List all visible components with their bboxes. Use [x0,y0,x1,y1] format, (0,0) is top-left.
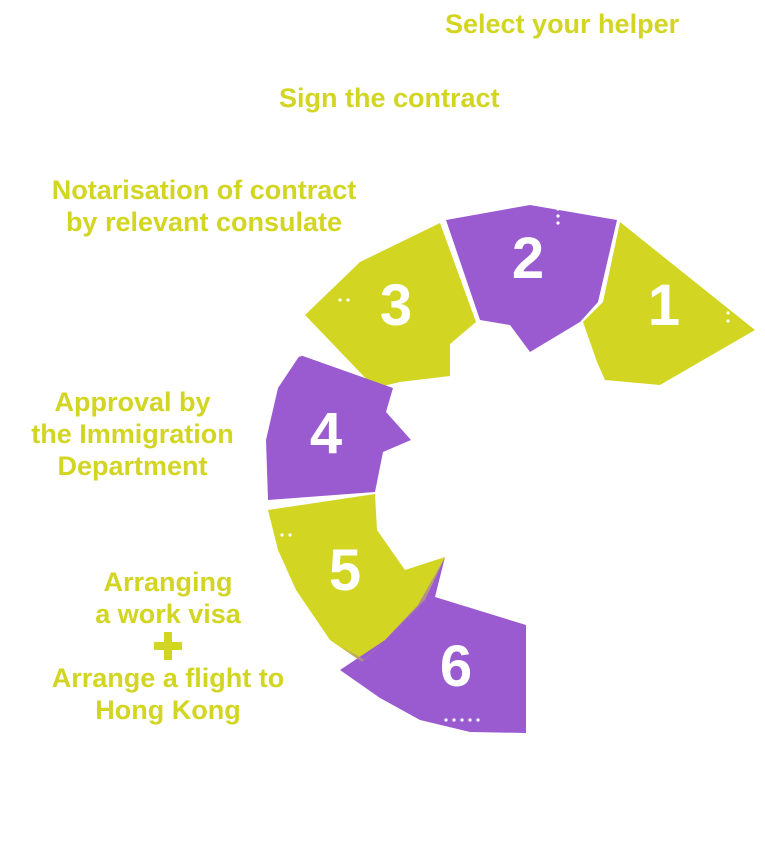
step-1-label: Select your helper [445,8,679,40]
step-1-label-line: Select your helper [445,9,680,39]
step-2-label: Sign the contract [279,82,500,114]
step-5-6-label: Arranging a work visa Arrange a flight t… [22,566,314,726]
step-4-label: Approval by the Immigration Department [10,386,255,482]
plus-icon [22,630,314,662]
step-4-label-line-2: the Immigration [31,419,234,449]
step-4-segment [266,355,411,500]
step-4-label-line-3: Department [57,451,208,481]
step-6-number: 6 [440,634,472,699]
step-2-number: 2 [512,226,544,291]
step-3-segment [305,223,476,388]
step-3-number: 3 [380,273,412,338]
step-3-label-line-1: Notarisation of contract [51,175,357,205]
step-3-label: Notarisation of contract by relevant con… [14,174,394,238]
step-3-label-line-2: by relevant consulate [65,207,343,237]
step-6-label-line-1: Arrange a flight to [51,663,285,693]
step-5-label-line-2: a work visa [95,599,241,629]
step-1-number: 1 [648,273,680,338]
step-5-number: 5 [329,538,361,603]
step-5-segment [268,494,445,662]
decorative-dots [280,207,730,722]
step-1-segment [583,222,755,385]
step-2-segment [446,205,617,352]
step-6-segment [340,557,526,733]
step-4-number: 4 [310,401,342,466]
step-6-label-line-2: Hong Kong [95,695,241,725]
step-4-label-line-1: Approval by [54,387,211,417]
step-2-label-line: Sign the contract [279,83,500,113]
step-5-label-line-1: Arranging [103,567,233,597]
